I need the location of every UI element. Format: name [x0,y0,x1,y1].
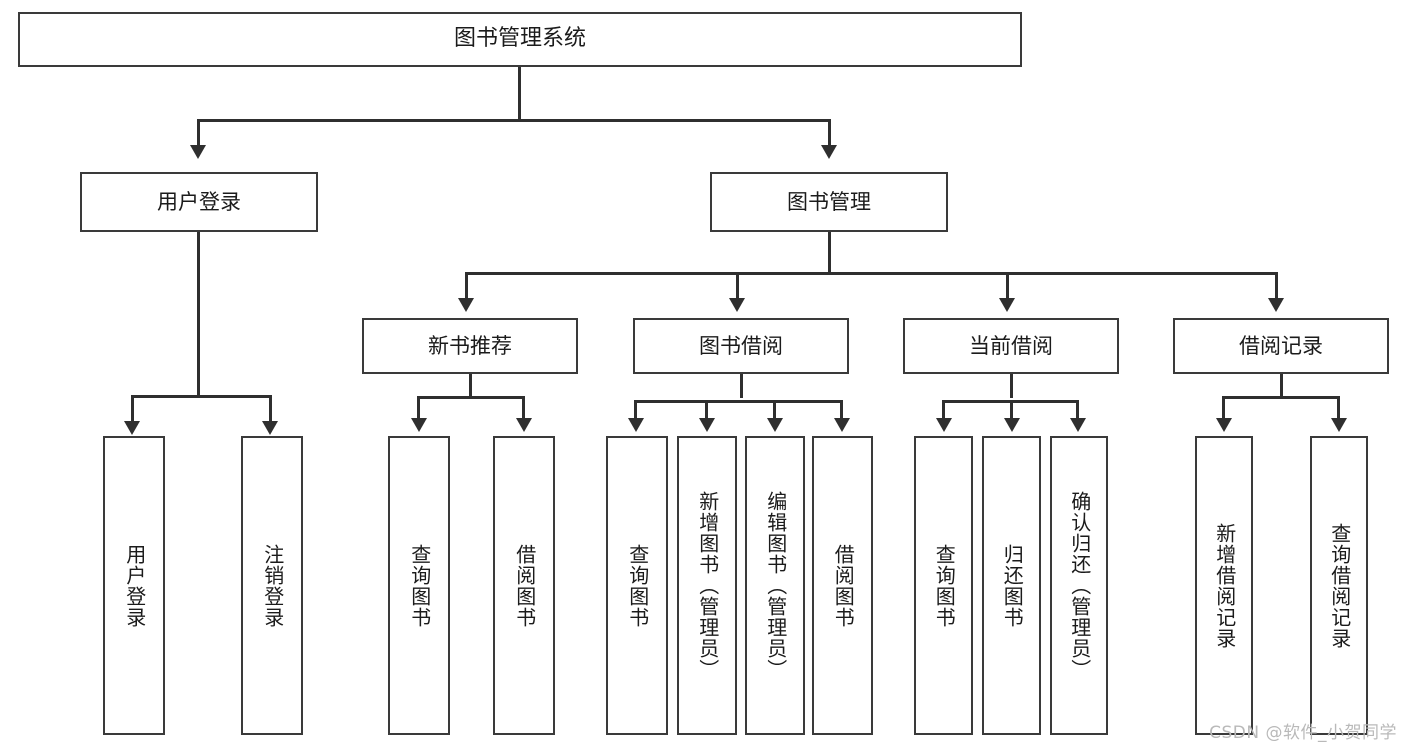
connector-nbr-drop-1 [417,396,420,420]
connector-cb-drop-3 [1076,400,1079,420]
arrow-bb-leaf-3 [767,418,783,432]
node-label: 查询图书 [932,543,957,628]
arrow-nbr-leaf-1 [411,418,427,432]
arrow-user-login-leaf-2 [262,421,278,435]
node-label: 新增借阅记录 [1212,522,1237,649]
node-label: 编辑图书（管理员） [763,491,788,680]
arrow-br-leaf-1 [1216,418,1232,432]
node-label: 新书推荐 [428,333,512,358]
connector-bb-drop-1 [634,400,637,420]
leaf-book-borrow-4[interactable]: 借阅图书 [812,436,873,735]
connector-bb-drop-4 [840,400,843,420]
node-user-login[interactable]: 用户登录 [80,172,318,232]
node-label: 当前借阅 [969,333,1053,358]
node-label: 借阅图书 [512,543,537,628]
node-label: 借阅图书 [831,543,856,628]
connector-user-login-drop-2 [269,395,272,423]
node-label: 查询图书 [625,543,650,628]
arrow-bb-leaf-4 [834,418,850,432]
connector-book-management-stem [828,232,831,274]
connector-br-stem [1280,374,1283,398]
connector-bb-drop-3 [773,400,776,420]
connector-root-to-book-management [828,119,831,147]
leaf-new-book-recommend-2[interactable]: 借阅图书 [493,436,555,735]
leaf-current-borrow-1[interactable]: 查询图书 [914,436,973,735]
leaf-current-borrow-2[interactable]: 归还图书 [982,436,1041,735]
connector-cb-drop-2 [1010,400,1013,420]
connector-cb-stem [1010,374,1013,398]
node-borrow-record[interactable]: 借阅记录 [1173,318,1389,374]
connector-bb-bus [634,400,842,403]
connector-nbr-drop-2 [522,396,525,420]
arrow-root-to-user-login [190,145,206,159]
connector-user-login-bus [131,395,269,398]
node-book-management[interactable]: 图书管理 [710,172,948,232]
node-label: 查询图书 [407,543,432,628]
arrow-cb-leaf-3 [1070,418,1086,432]
connector-bb-drop-2 [705,400,708,420]
node-label: 归还图书 [1000,543,1025,628]
connector-cb-drop-1 [942,400,945,420]
connector-bm-drop-4 [1275,272,1278,300]
arrow-root-to-book-management [821,145,837,159]
arrow-cb-leaf-2 [1004,418,1020,432]
connector-bm-drop-2 [736,272,739,300]
node-label: 确认归还（管理员） [1067,491,1092,680]
arrow-bb-leaf-1 [628,418,644,432]
connector-nbr-bus [417,396,525,399]
node-label: 图书管理系统 [453,26,586,52]
connector-br-drop-2 [1337,396,1340,420]
node-label: 图书管理 [787,189,871,214]
leaf-borrow-record-1[interactable]: 新增借阅记录 [1195,436,1253,735]
arrow-bm-to-borrow-record [1268,298,1284,312]
node-label: 借阅记录 [1239,333,1323,358]
connector-br-bus [1222,396,1340,399]
connector-user-login-stem [197,232,200,397]
leaf-borrow-record-2[interactable]: 查询借阅记录 [1310,436,1368,735]
connector-user-login-drop-1 [131,395,134,423]
node-book-borrow[interactable]: 图书借阅 [633,318,849,374]
node-label: 图书借阅 [699,333,783,358]
leaf-user-login-1[interactable]: 用户登录 [103,436,165,735]
connector-bm-drop-3 [1006,272,1009,300]
connector-br-drop-1 [1222,396,1225,420]
node-label: 用户登录 [122,543,147,628]
connector-root-to-user-login [197,119,200,147]
connector-bm-drop-1 [465,272,468,300]
arrow-bm-to-new-book-recommend [458,298,474,312]
node-label: 查询借阅记录 [1327,522,1352,649]
arrow-bm-to-current-borrow [999,298,1015,312]
leaf-book-borrow-1[interactable]: 查询图书 [606,436,668,735]
leaf-user-login-2[interactable]: 注销登录 [241,436,303,735]
node-label: 新增图书（管理员） [695,491,720,680]
connector-bb-stem [740,374,743,398]
node-label: 注销登录 [260,543,285,628]
node-label: 用户登录 [157,189,241,214]
arrow-bb-leaf-2 [699,418,715,432]
arrow-user-login-leaf-1 [124,421,140,435]
arrow-nbr-leaf-2 [516,418,532,432]
connector-root-stem [518,67,521,119]
leaf-book-borrow-2[interactable]: 新增图书（管理员） [677,436,737,735]
leaf-current-borrow-3[interactable]: 确认归还（管理员） [1050,436,1108,735]
connector-book-management-bus [465,272,1278,275]
connector-nbr-stem [469,374,472,398]
node-root-book-management-system[interactable]: 图书管理系统 [18,12,1022,67]
leaf-book-borrow-3[interactable]: 编辑图书（管理员） [745,436,805,735]
arrow-bm-to-book-borrow [729,298,745,312]
connector-root-bus [197,119,831,122]
node-new-book-recommend[interactable]: 新书推荐 [362,318,578,374]
arrow-br-leaf-2 [1331,418,1347,432]
arrow-cb-leaf-1 [936,418,952,432]
leaf-new-book-recommend-1[interactable]: 查询图书 [388,436,450,735]
node-current-borrow[interactable]: 当前借阅 [903,318,1119,374]
